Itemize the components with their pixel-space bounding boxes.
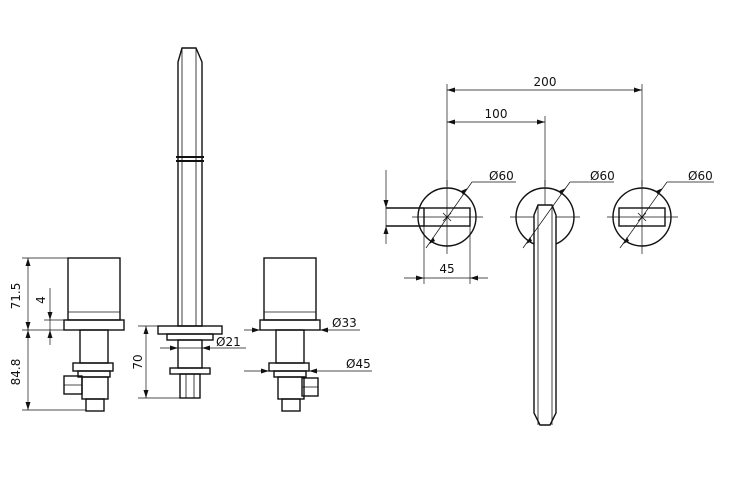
dim-rosette-right: Ø60 <box>688 169 713 183</box>
left-handle-side-view <box>63 257 125 412</box>
spacing-dimensions: 200 100 <box>446 75 643 186</box>
dim-rosette-center: Ø60 <box>590 169 615 183</box>
spout-dimensions: 70 Ø21 <box>131 325 246 399</box>
spout-side-view <box>157 47 223 399</box>
dim-height-lower: 84.8 <box>9 359 23 386</box>
dim-collar: 4 <box>34 296 48 304</box>
dim-half-spacing: 100 <box>485 107 508 121</box>
dim-handle-diameter: Ø33 <box>332 316 357 330</box>
dim-spout-diameter: Ø21 <box>216 335 241 349</box>
dim-base-diameter: Ø45 <box>346 357 371 371</box>
rosette-diameter-leaders: Ø60 Ø60 Ø60 <box>425 169 714 249</box>
right-handle-side-view <box>259 257 321 412</box>
left-lever-bracket <box>383 170 389 244</box>
right-handle-dimensions: Ø33 Ø45 <box>244 316 372 374</box>
dim-height-upper: 71.5 <box>9 283 23 310</box>
dim-spout-lower: 70 <box>131 354 145 369</box>
dim-lever-offset: 45 <box>439 262 454 276</box>
dim-rosette-left: Ø60 <box>489 169 514 183</box>
left-height-dimensions: 71.5 4 84.8 <box>9 257 86 411</box>
top-view-spout <box>533 204 557 426</box>
lever-offset-dimension: 45 <box>404 226 488 284</box>
dim-total-spacing: 200 <box>534 75 557 89</box>
